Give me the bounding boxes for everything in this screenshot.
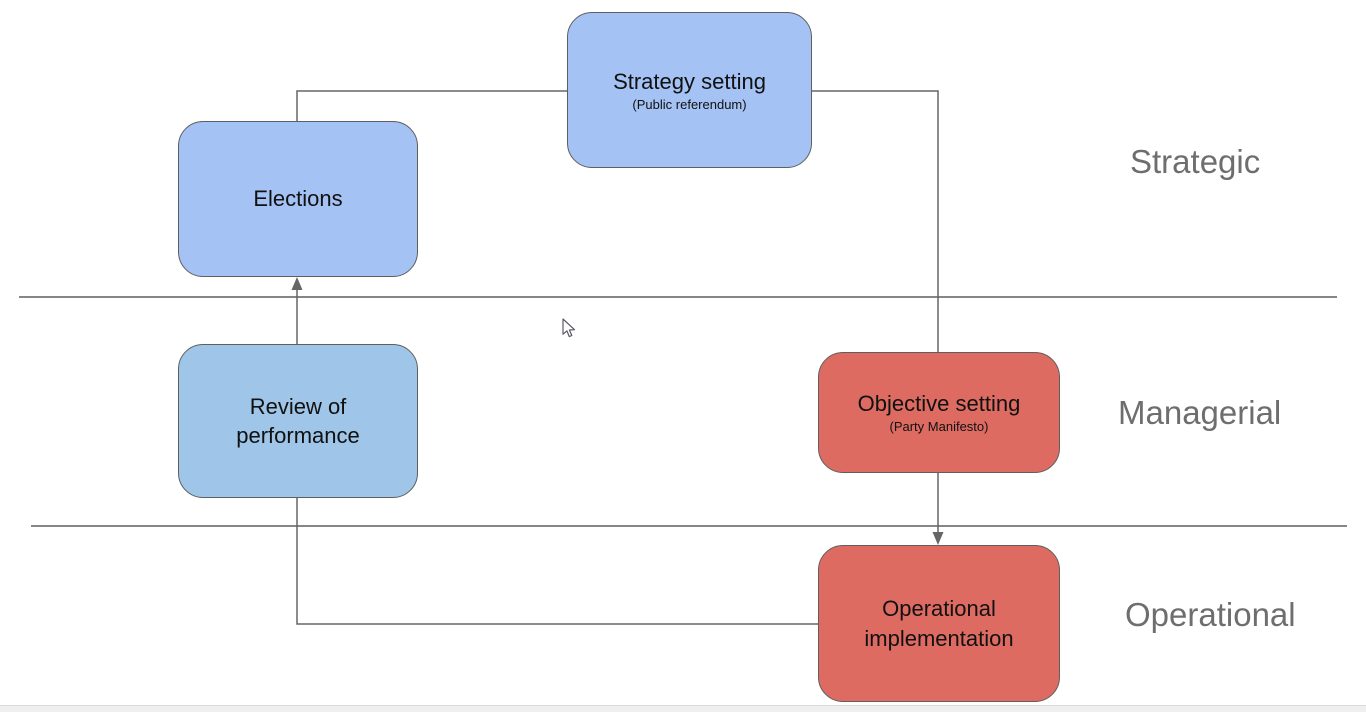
node-operational-implementation[interactable]: Operational implementation xyxy=(818,545,1060,702)
arrowhead-up-icon xyxy=(291,277,303,290)
node-objective-setting[interactable]: Objective setting (Party Manifesto) xyxy=(818,352,1060,473)
node-label: Elections xyxy=(253,186,343,212)
node-sublabel: (Public referendum) xyxy=(632,96,747,112)
edge-strategy-to-elections xyxy=(296,90,567,121)
zone-label-operational[interactable]: Operational xyxy=(1125,596,1296,633)
node-label: Strategy setting xyxy=(613,68,766,94)
node-label: Operational implementation xyxy=(864,596,1014,651)
node-review-of-performance[interactable]: Review of performance xyxy=(178,344,418,498)
node-elections[interactable]: Elections xyxy=(178,121,418,277)
mouse-cursor-icon xyxy=(562,318,576,338)
node-label: Objective setting xyxy=(857,391,1021,417)
edge-strategy-to-objective xyxy=(812,90,939,352)
edge-review-to-operational xyxy=(296,498,818,625)
node-strategy-setting[interactable]: Strategy setting (Public referendum) xyxy=(567,12,812,168)
node-sublabel: (Party Manifesto) xyxy=(889,419,989,435)
zone-label-strategic[interactable]: Strategic xyxy=(1130,143,1261,180)
canvas-bottom-edge xyxy=(0,705,1366,712)
zone-label-managerial[interactable]: Managerial xyxy=(1118,394,1282,431)
arrowhead-down-icon xyxy=(932,532,944,545)
node-label: Review of performance xyxy=(236,393,360,448)
